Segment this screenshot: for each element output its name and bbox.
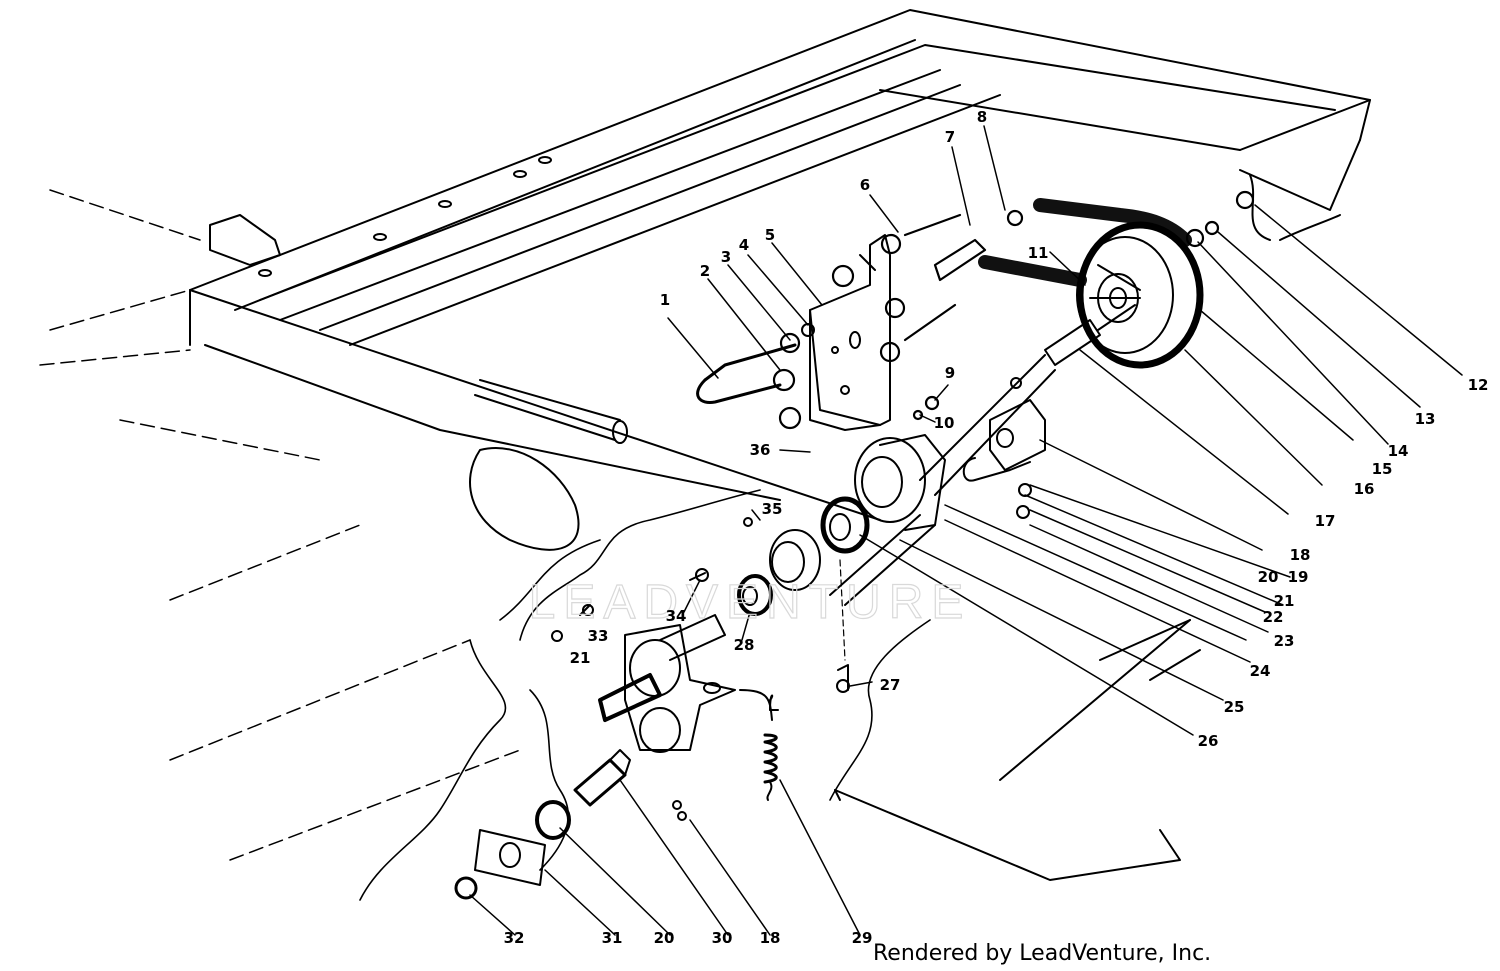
tension-spring [739,689,779,801]
callout-labels: 1234567891011121314151617181920212223242… [504,108,1489,947]
lower-housing [454,614,736,900]
callout-14: 14 [1388,442,1409,460]
callout-8: 8 [977,108,987,126]
callout-16: 16 [1354,480,1375,498]
callout-35: 35 [762,500,783,518]
deck-opening [469,379,628,551]
callout-6: 6 [860,176,870,194]
callout-15: 15 [1372,460,1393,478]
pulley [1076,221,1204,369]
callout-31: 31 [602,929,623,947]
callout-27: 27 [880,676,901,694]
callout-2: 2 [700,262,710,280]
callout-13: 13 [1415,410,1436,428]
callout-18b: 18 [760,929,781,947]
callout-29: 29 [852,929,873,947]
callout-4: 4 [739,236,749,254]
exploded-view-artwork [39,9,1463,936]
callout-10: 10 [934,414,955,432]
callout-34: 34 [666,607,687,625]
footer-credit: Rendered by LeadVenture, Inc. [873,941,1211,966]
callout-25: 25 [1224,698,1245,716]
deck-frame [189,9,1371,521]
idler-block [962,377,1046,519]
callout-21: 21 [1274,592,1295,610]
hardware [772,190,1255,430]
callout-36: 36 [750,441,771,459]
drive-shaft [829,319,1101,606]
u-bolt [696,343,797,405]
callout-18: 18 [1290,546,1311,564]
callout-11: 11 [1028,244,1049,262]
callout-22: 22 [1263,608,1284,626]
callout-32: 32 [504,929,525,947]
callout-33: 33 [588,627,609,645]
callout-26: 26 [1198,732,1219,750]
callout-1: 1 [660,291,670,309]
callout-20: 20 [1258,568,1279,586]
callout-17: 17 [1315,512,1336,530]
callout-3: 3 [721,248,731,266]
callout-28: 28 [734,636,755,654]
callout-20b: 20 [654,929,675,947]
callout-19: 19 [1288,568,1309,586]
lower-pan [834,619,1201,881]
mounting-bracket [801,234,891,431]
callout-23: 23 [1274,632,1295,650]
leader-lines [469,125,1463,936]
callout-9: 9 [945,364,955,382]
drive-belt [978,198,1192,287]
phantom-outline [39,189,521,861]
callout-30: 30 [712,929,733,947]
break-lines [359,489,931,901]
callout-5: 5 [765,226,775,244]
watermark-text: LEADVENTURE [529,576,972,629]
callout-21b: 21 [570,649,591,667]
callout-12: 12 [1468,376,1489,394]
bearing-housings [551,434,946,693]
callout-7: 7 [945,128,955,146]
callout-24: 24 [1250,662,1271,680]
